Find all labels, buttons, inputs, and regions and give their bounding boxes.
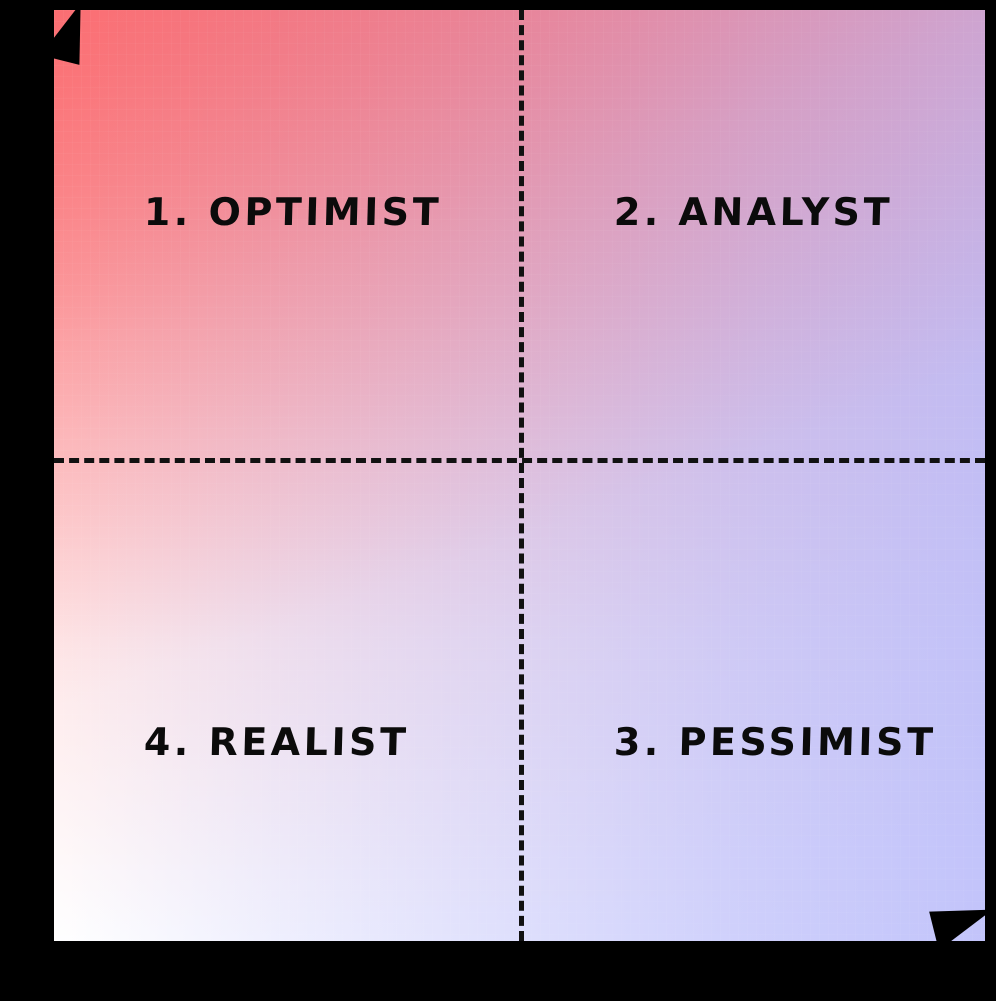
vertical-dashed-divider xyxy=(519,10,524,941)
plot-area: 1. OPTIMIST 2. ANALYST 3. PESSIMIST 4. R… xyxy=(54,10,985,941)
horizontal-dashed-divider xyxy=(54,458,985,463)
quadrant-label-pessimist: 3. PESSIMIST xyxy=(613,720,937,764)
quadrant-label-realist: 4. REALIST xyxy=(143,720,410,764)
quadrant-label-optimist: 1. OPTIMIST xyxy=(143,190,443,234)
quadrant-label-analyst: 2. ANALYST xyxy=(613,190,894,234)
